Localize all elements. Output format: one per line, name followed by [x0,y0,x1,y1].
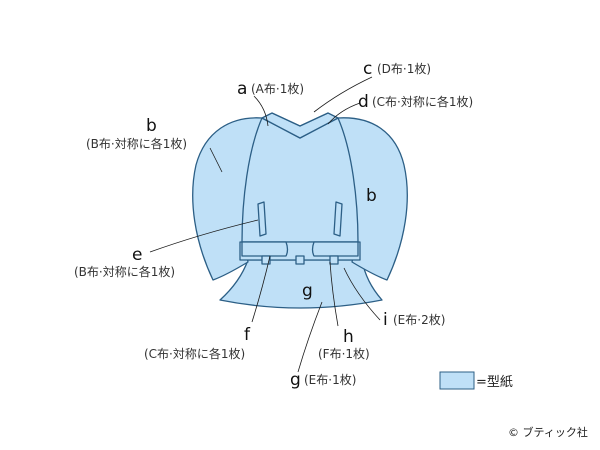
leader-c [313,76,373,113]
copyright-text: © ブティック社 [508,425,588,439]
label-c-desc: (D布·1枚) [377,61,431,76]
label-f-letter: f [244,325,251,345]
belt-loop-left-i [261,255,271,265]
legend-label: =型紙 [476,375,513,390]
label-g-desc: (E布·1枚) [304,372,356,387]
label-d-letter: d [358,92,369,112]
leader-g [297,301,323,373]
belt-loop-center-h [295,255,305,265]
belt-loop-right-i [329,255,339,265]
label-b-left-desc: (B布·対称に各1枚) [86,136,187,151]
label-b-right-letter: b [366,186,377,206]
label-f-desc: (C布·対称に各1枚) [144,346,245,361]
label-g-piece-letter: g [302,281,313,301]
leader-i [343,267,381,321]
label-e-letter: e [132,245,142,265]
leader-d [327,102,361,125]
leader-b-left [209,147,223,173]
peplum-piece-g [219,259,383,309]
leader-a [253,95,269,127]
label-c-letter: c [363,59,372,79]
label-h-desc: (F布·1枚) [318,346,370,361]
label-a-desc: (A布·1枚) [251,81,304,96]
label-a-letter: a [237,79,247,99]
label-d-desc: (C布·対称に各1枚) [372,94,473,109]
leader-e [149,219,259,253]
leader-f [251,255,271,323]
legend-swatch [439,371,475,390]
welt-pocket-right-e [333,201,343,237]
label-i-letter: i [383,310,388,330]
label-h-letter: h [343,327,354,347]
label-g-letter: g [290,370,301,390]
label-e-desc: (B布·対称に各1枚) [74,264,175,279]
label-i-desc: (E布·2枚) [393,312,445,327]
label-b-left-letter: b [146,116,157,136]
collar-inner-line [271,112,329,127]
pocket-flap-right-f [311,241,359,257]
welt-pocket-left-e [257,201,267,237]
pocket-flap-left-f [241,241,289,257]
leader-h [329,261,339,327]
